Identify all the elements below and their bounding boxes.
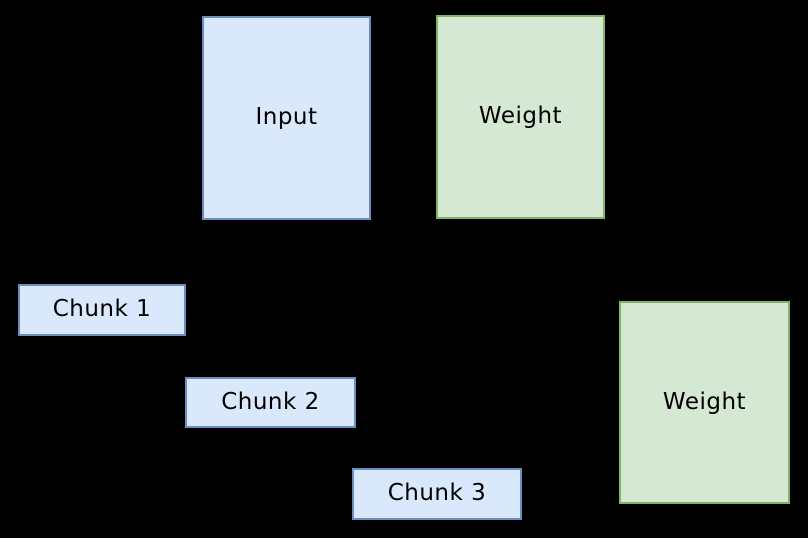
weight-bottom-box: Weight [619,301,790,504]
chunk-2-label: Chunk 2 [221,388,320,415]
chunk-2-box: Chunk 2 [185,377,356,428]
chunk-3-label: Chunk 3 [387,480,487,507]
weight-bottom-label: Weight [662,388,747,415]
chunk-1-box: Chunk 1 [18,284,186,336]
weight-top-box: Weight [436,15,605,219]
weight-top-label: Weight [478,103,563,130]
chunk-3-box: Chunk 3 [352,468,522,520]
chunk-1-label: Chunk 1 [52,296,152,323]
input-label: Input [255,104,318,131]
input-box: Input [202,16,371,220]
